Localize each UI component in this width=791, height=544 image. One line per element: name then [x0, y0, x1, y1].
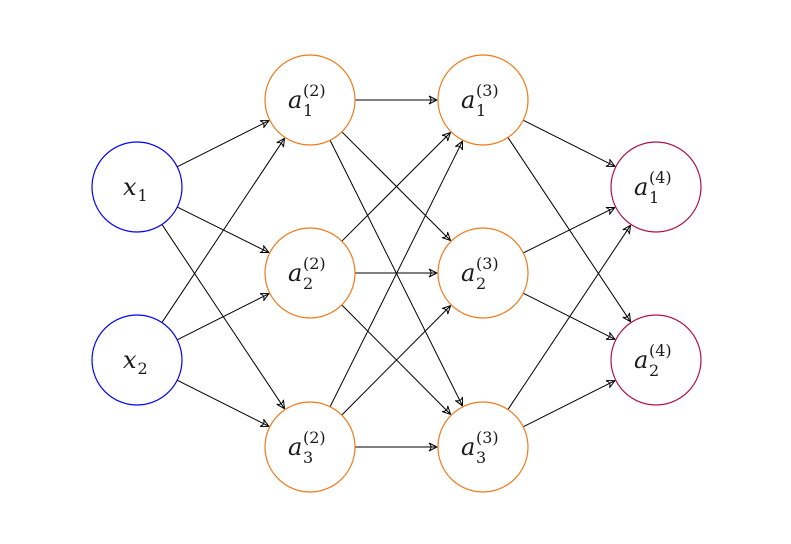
edge-a23-to-a14 [523, 207, 615, 254]
node-base-a13: a [461, 86, 475, 114]
node-sup-a24: (4) [649, 341, 672, 360]
node-base-a22: a [288, 259, 302, 287]
edge-a32-to-a23 [341, 306, 451, 416]
node-x2: x2 [91, 314, 183, 406]
node-base-a12: a [288, 86, 302, 114]
node-sub-a24: 2 [649, 361, 659, 380]
node-sub-a33: 3 [476, 448, 486, 467]
node-sub-a22: 2 [303, 274, 313, 293]
node-circle-a32 [264, 401, 356, 493]
node-a32: a(2)3 [264, 401, 356, 493]
edge-x2-to-a12 [161, 138, 285, 323]
node-sup-a32: (2) [303, 428, 326, 447]
node-base-a14: a [634, 173, 648, 201]
edge-a33-to-a14 [507, 225, 631, 410]
node-a24: a(4)2 [610, 314, 702, 406]
node-a14: a(4)1 [610, 141, 702, 233]
node-circle-a22 [264, 227, 356, 319]
node-sub-a12: 1 [303, 101, 313, 120]
node-a33: a(3)3 [437, 401, 529, 493]
edge-a33-to-a24 [522, 381, 615, 428]
node-a23: a(3)2 [437, 227, 529, 319]
node-label-a23: a(3)2 [461, 254, 499, 293]
node-sub-x2: 2 [138, 359, 148, 378]
node-label-x1: x1 [123, 173, 148, 205]
edge-x2-to-a32 [176, 379, 269, 426]
node-sup-a12: (2) [303, 81, 326, 100]
node-a13: a(3)1 [437, 54, 529, 146]
node-sup-a14: (4) [649, 168, 672, 187]
node-sup-a13: (3) [476, 81, 499, 100]
edge-x2-to-a22 [176, 294, 269, 341]
edge-a13-to-a14 [522, 119, 615, 166]
edge-a32-to-a13 [329, 141, 462, 407]
node-base-x1: x [123, 173, 137, 201]
node-label-a33: a(3)3 [461, 428, 499, 467]
node-base-a33: a [461, 433, 475, 461]
node-sub-a13: 1 [476, 101, 486, 120]
node-label-a24: a(4)2 [634, 341, 672, 380]
node-a22: a(2)2 [264, 227, 356, 319]
node-label-a14: a(4)1 [634, 168, 672, 207]
node-sub-x1: 1 [138, 186, 148, 205]
node-label-a12: a(2)1 [288, 81, 326, 120]
edge-x1-to-a12 [176, 121, 269, 168]
node-base-x2: x [123, 346, 137, 374]
node-sub-a32: 3 [303, 448, 313, 467]
node-circle-a14 [610, 141, 702, 233]
node-sup-a33: (3) [476, 428, 499, 447]
node-x1: x1 [91, 141, 183, 233]
nodes-layer: x1x2a(2)1a(2)2a(2)3a(3)1a(3)2a(3)3a(4)1a… [91, 54, 702, 493]
node-sup-a23: (3) [476, 254, 499, 273]
node-label-a22: a(2)2 [288, 254, 326, 293]
edges-layer [161, 100, 631, 447]
node-circle-a33 [437, 401, 529, 493]
node-a12: a(2)1 [264, 54, 356, 146]
edge-a23-to-a24 [522, 292, 615, 339]
node-base-a23: a [461, 259, 475, 287]
node-sub-a14: 1 [649, 188, 659, 207]
node-circle-a24 [610, 314, 702, 406]
edge-a22-to-a13 [341, 133, 451, 242]
node-sub-a23: 2 [476, 274, 486, 293]
node-label-a13: a(3)1 [461, 81, 499, 120]
edge-a12-to-a23 [341, 131, 451, 241]
node-circle-a13 [437, 54, 529, 146]
node-label-a32: a(2)3 [288, 428, 326, 467]
node-circle-x1 [91, 141, 183, 233]
node-sup-a22: (2) [303, 254, 326, 273]
node-circle-x2 [91, 314, 183, 406]
node-base-a32: a [288, 433, 302, 461]
node-circle-a23 [437, 227, 529, 319]
node-label-x2: x2 [123, 346, 148, 378]
node-base-a24: a [634, 346, 648, 374]
node-circle-a12 [264, 54, 356, 146]
